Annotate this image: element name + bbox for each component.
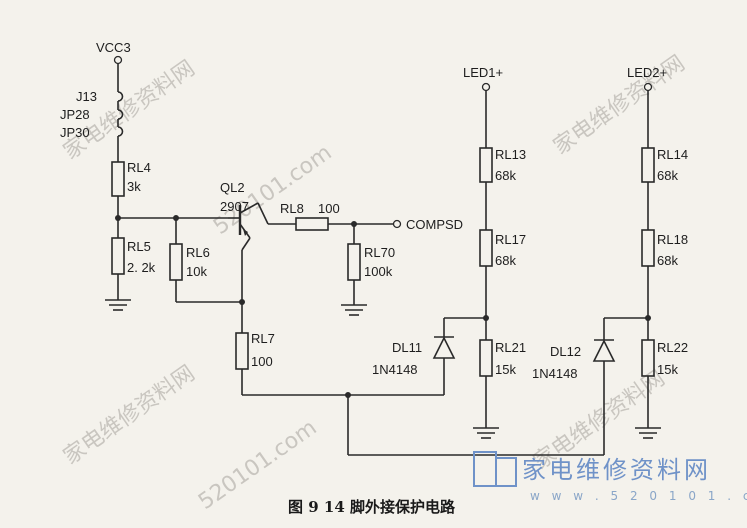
resistor-rl21: [479, 339, 493, 377]
rl70-ref: RL70: [364, 245, 395, 260]
logo-text-cn: 家电维修资料网: [522, 456, 711, 484]
dl12-value: 1N4148: [532, 366, 578, 381]
rl4-ref: RL4: [127, 160, 151, 175]
resistor-rl7: [235, 332, 249, 370]
ground-symbol: [341, 304, 367, 316]
site-logo: 家电维修资料网 w w w . 5 2 0 1 0 1 . c o m: [473, 451, 747, 503]
rl6-ref: RL6: [186, 245, 210, 260]
watermark-site-cn: 家电维修资料网: [549, 51, 690, 160]
ground-symbol: [473, 427, 499, 439]
jumper-jp30-label: JP30: [60, 125, 90, 140]
dl11-ref: DL11: [392, 340, 422, 355]
diode-dl12: [592, 339, 616, 362]
resistor-rl13: [479, 147, 493, 183]
rl8-ref: RL8: [280, 201, 304, 216]
resistor-rl8: [295, 217, 329, 231]
led2-terminal: [643, 82, 653, 92]
rl7-ref: RL7: [251, 331, 275, 346]
compsd-terminal: [392, 219, 402, 229]
vcc-label: VCC3: [96, 40, 131, 55]
jumper-jp28-label: JP28: [60, 107, 90, 122]
rl22-ref: RL22: [657, 340, 688, 355]
ql2-value: 2907: [220, 199, 249, 214]
resistor-rl70: [347, 243, 361, 281]
jumper-j13: [117, 91, 124, 102]
rl5-value: 2. 2k: [127, 260, 156, 275]
rl13-ref: RL13: [495, 147, 526, 162]
diode-dl11: [432, 336, 456, 359]
resistor-rl14: [641, 147, 655, 183]
rl8-value: 100: [318, 201, 340, 216]
vcc-terminal: [113, 55, 123, 65]
led2-label: LED2+: [627, 65, 667, 80]
rl7-value: 100: [251, 354, 273, 369]
resistor-rl4: [111, 161, 125, 197]
rl70-value: 100k: [364, 264, 393, 279]
ground-symbol: [105, 299, 131, 311]
resistor-rl6: [169, 243, 183, 281]
rl18-ref: RL18: [657, 232, 688, 247]
logo-url: w w w . 5 2 0 1 0 1 . c o m: [530, 489, 747, 503]
resistor-rl18: [641, 229, 655, 267]
rl4-value: 3k: [127, 179, 141, 194]
figure-caption: 图 9 14 脚外接保护电路: [288, 498, 456, 516]
jumper-j13-label: J13: [76, 89, 97, 104]
resistor-rl17: [479, 229, 493, 267]
compsd-label: COMPSD: [406, 217, 463, 232]
rl22-value: 15k: [657, 362, 678, 377]
rl14-value: 68k: [657, 168, 678, 183]
rl14-ref: RL14: [657, 147, 688, 162]
resistor-rl5: [111, 237, 125, 275]
transistor-ql2: [228, 202, 259, 251]
watermark-layer: 家电维修资料网 520101.com 家电维修资料网 家电维修资料网 52010…: [59, 51, 690, 515]
led1-terminal: [481, 82, 491, 92]
rl17-value: 68k: [495, 253, 516, 268]
rl21-value: 15k: [495, 362, 516, 377]
jumper-stack: J13 JP28 JP30: [60, 89, 124, 140]
rl21-ref: RL21: [495, 340, 526, 355]
rl17-ref: RL17: [495, 232, 526, 247]
led1-label: LED1+: [463, 65, 503, 80]
watermark-site-cn: 家电维修资料网: [59, 361, 200, 470]
dl11-value: 1N4148: [372, 362, 418, 377]
ground-symbol: [635, 427, 661, 439]
rl6-value: 10k: [186, 264, 207, 279]
rl5-ref: RL5: [127, 239, 151, 254]
jumper-jp30: [117, 126, 124, 137]
rl18-value: 68k: [657, 253, 678, 268]
dl12-ref: DL12: [550, 344, 581, 359]
ql2-ref: QL2: [220, 180, 245, 195]
jumper-jp28: [117, 109, 124, 120]
rl13-value: 68k: [495, 168, 516, 183]
